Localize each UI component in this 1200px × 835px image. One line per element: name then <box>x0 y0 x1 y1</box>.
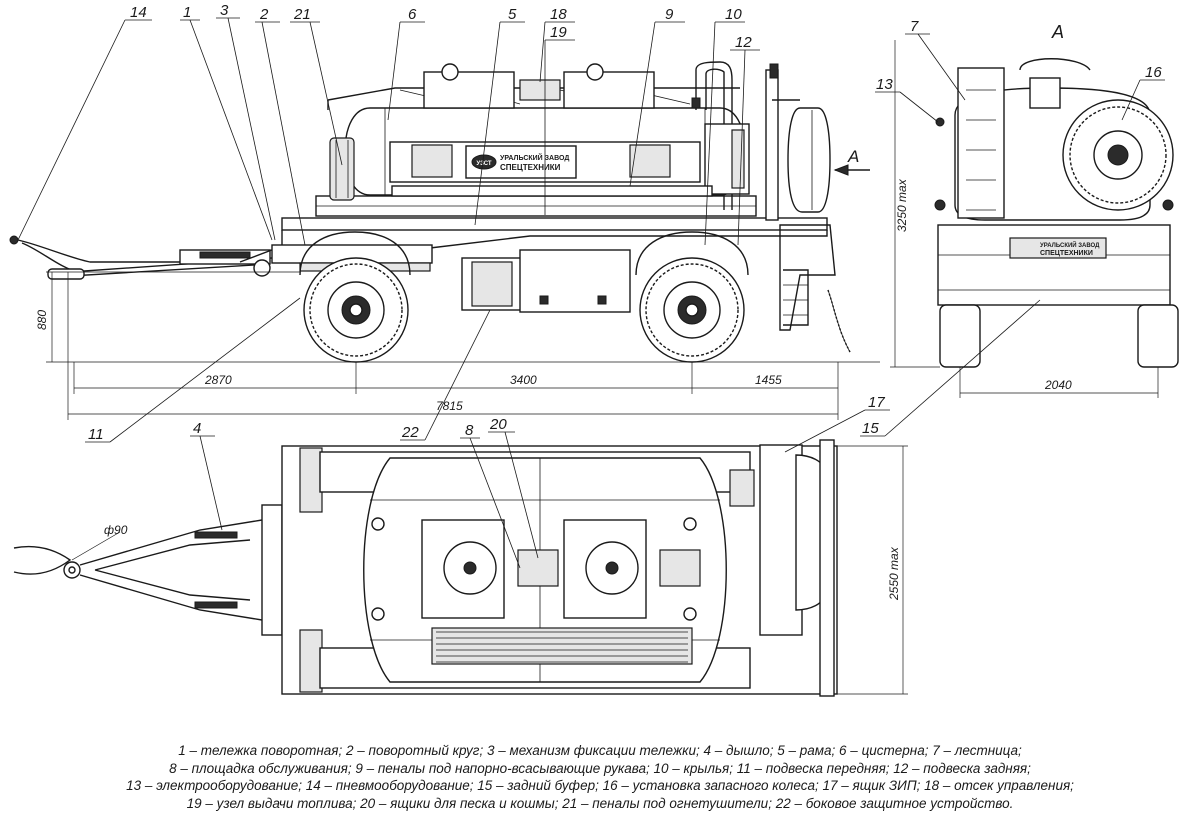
dim-3400: 3400 <box>510 373 537 387</box>
callout-15: 15 <box>862 420 879 437</box>
callout-3: 3 <box>220 2 229 19</box>
plate-logo: УЗСТ <box>476 161 492 167</box>
dim-7815: 7815 <box>436 399 463 413</box>
dim-2870: 2870 <box>204 373 232 387</box>
technical-drawing: УЗСТ УРАЛЬСКИЙ ЗАВОД СПЕЦТЕХНИКИ <box>9 2 1179 697</box>
side-view: УЗСТ УРАЛЬСКИЙ ЗАВОД СПЕЦТЕХНИКИ <box>9 61 880 420</box>
callout-2: 2 <box>259 6 269 23</box>
callout-19: 19 <box>550 24 567 41</box>
callout-9: 9 <box>665 6 674 23</box>
view-label: А <box>1051 22 1064 42</box>
callout-5: 5 <box>508 6 517 23</box>
callout-11: 11 <box>88 426 104 443</box>
callout-7: 7 <box>910 18 919 35</box>
callout-18: 18 <box>550 6 567 23</box>
callout-6: 6 <box>408 6 417 23</box>
callout-20: 20 <box>489 416 507 433</box>
legend-line-2: 8 – площадка обслуживания; 9 – пеналы по… <box>169 760 1031 776</box>
callout-1: 1 <box>183 4 191 21</box>
callout-17: 17 <box>868 394 885 411</box>
dim-1455: 1455 <box>755 373 782 387</box>
side-front-wheel <box>299 231 411 363</box>
callout-8: 8 <box>465 422 474 439</box>
dim-3250: 3250 max <box>895 178 909 232</box>
dim-2040: 2040 <box>1044 378 1072 392</box>
dim-880: 880 <box>35 310 49 330</box>
legend: 1 – тележка поворотная; 2 – поворотный к… <box>0 742 1200 812</box>
rear-plate-line2: СПЕЦТЕХНИКИ <box>1040 250 1093 257</box>
callout-14: 14 <box>130 4 147 21</box>
plate-line1: УРАЛЬСКИЙ ЗАВОД <box>500 153 569 162</box>
rear-plate-line1: УРАЛЬСКИЙ ЗАВОД <box>1040 241 1100 249</box>
callout-21: 21 <box>293 6 311 23</box>
rear-view: А УРАЛЬСКИЙ ЗАВОД СПЕЦТЕХНИКИ 3250 max 2… <box>890 22 1179 398</box>
plate-line2: СПЕЦТЕХНИКИ <box>500 163 561 172</box>
side-tank: УЗСТ УРАЛЬСКИЙ ЗАВОД СПЕЦТЕХНИКИ <box>327 61 831 221</box>
top-view: 2550 max ф90 <box>13 439 908 697</box>
legend-line-3: 13 – электрооборудование; 14 – пневмообо… <box>126 778 1074 793</box>
side-boxes <box>461 249 631 313</box>
callout-12: 12 <box>735 34 752 51</box>
callout-10: 10 <box>725 6 742 23</box>
legend-line-4: 19 – узел выдачи топлива; 20 – ящики для… <box>186 795 1014 811</box>
legend-line-1: 1 – тележка поворотная; 2 – поворотный к… <box>178 743 1022 758</box>
walkway-grate <box>436 631 688 663</box>
callout-13: 13 <box>876 76 893 93</box>
side-dimensions: 880 2870 3400 1455 7815 <box>35 271 880 420</box>
dim-2550: 2550 max <box>887 546 901 601</box>
side-drawbar <box>9 235 286 280</box>
callout-16: 16 <box>1145 64 1162 81</box>
side-rear-wheel <box>635 231 749 363</box>
arrow-label: А <box>847 147 859 166</box>
view-arrow: А <box>833 147 870 176</box>
callout-4: 4 <box>193 420 201 437</box>
callouts: 14 1 3 2 21 6 5 18 19 9 <box>17 2 1165 569</box>
callout-22: 22 <box>401 424 419 441</box>
dim-90: ф90 <box>104 523 128 537</box>
